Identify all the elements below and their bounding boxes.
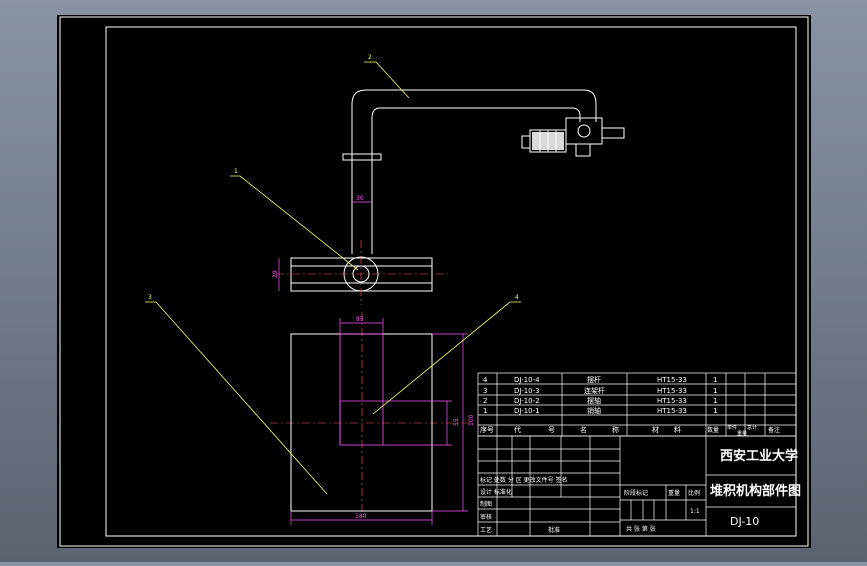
part-code: DJ-10-2: [514, 397, 540, 405]
dim-base-height: 29: [272, 270, 279, 278]
scale-label: 比例: [688, 489, 700, 497]
part-code: DJ-10-3: [514, 387, 540, 395]
drawing-sheet: [57, 15, 811, 548]
sheets-text: 共 张 第 张: [626, 525, 656, 533]
header-num: 序号: [480, 425, 494, 434]
balloon-4: 4: [515, 294, 519, 301]
draw-label: 制图: [480, 500, 492, 508]
approve-label: 批准: [548, 526, 560, 534]
dim-inner-height: 55: [453, 418, 460, 426]
header-total-weight: 总计: [747, 424, 757, 431]
part-qty: 1: [713, 376, 717, 384]
dim-overall-width: 180: [355, 513, 367, 520]
part-name: 连架杆: [584, 386, 605, 395]
check-label: 审核: [480, 513, 492, 521]
header-code2: 号: [548, 426, 555, 434]
part-qty: 1: [713, 397, 717, 405]
header-material: 材: [652, 425, 659, 434]
balloon-1: 1: [234, 168, 238, 175]
header-code: 代: [514, 425, 521, 434]
process-label: 工艺: [480, 526, 492, 534]
part-code: DJ-10-1: [514, 407, 540, 415]
balloon-2: 2: [368, 54, 372, 61]
stage-label: 阶段标记: [624, 489, 648, 497]
scale-value: 1:1: [690, 508, 700, 515]
parts-list-text: 4 DJ-10-4 摆杆 HT15-33 1 3 DJ-10-3 连架杆 HT1…: [480, 375, 780, 437]
header-name: 名: [580, 425, 587, 434]
drawing-name: 堆积机构部件图: [710, 483, 801, 499]
part-qty: 1: [713, 387, 717, 395]
part-material: HT15-33: [657, 397, 687, 405]
part-num: 2: [483, 397, 487, 405]
part-name: 摆杆: [587, 375, 601, 384]
inner-frame: [105, 26, 797, 537]
change-row: 标记 处数 分 区 更改文件号 签名: [480, 476, 568, 484]
title-block-grid: [477, 372, 797, 537]
dim-post-width: 30: [356, 195, 364, 202]
part-name: 销轴: [587, 406, 601, 415]
lower-slot: [339, 333, 432, 446]
drawing-number: DJ-10: [730, 515, 759, 528]
part-name: 摆轴: [587, 396, 601, 405]
dimension-lines: [278, 201, 468, 525]
part-num: 3: [483, 387, 487, 395]
part-material: HT15-33: [657, 407, 687, 415]
weight-label: 重量: [668, 489, 680, 497]
part-qty: 1: [713, 407, 717, 415]
dim-overall-height: 100: [468, 414, 475, 426]
header-qty: 数量: [707, 426, 719, 434]
header-weight: 重量: [737, 430, 747, 437]
design-row: 设计 标准化: [480, 488, 512, 496]
part-code: DJ-10-4: [514, 376, 540, 384]
part-material: HT15-33: [657, 387, 687, 395]
header-material2: 料: [674, 425, 681, 434]
header-remark: 备注: [768, 426, 780, 434]
header-unit-weight: 单件: [727, 424, 737, 431]
balloon-3: 3: [148, 294, 152, 301]
dim-slot-width: 85: [356, 316, 364, 323]
part-num: 4: [483, 376, 488, 384]
gripper-body: [532, 132, 564, 150]
part-num: 1: [483, 407, 487, 415]
part-material: HT15-33: [657, 376, 687, 384]
leader-lines: [145, 61, 521, 495]
header-name2: 称: [612, 425, 619, 434]
centerlines: [270, 240, 470, 520]
school-name: 西安工业大学: [720, 448, 798, 464]
outer-frame: [59, 16, 809, 547]
